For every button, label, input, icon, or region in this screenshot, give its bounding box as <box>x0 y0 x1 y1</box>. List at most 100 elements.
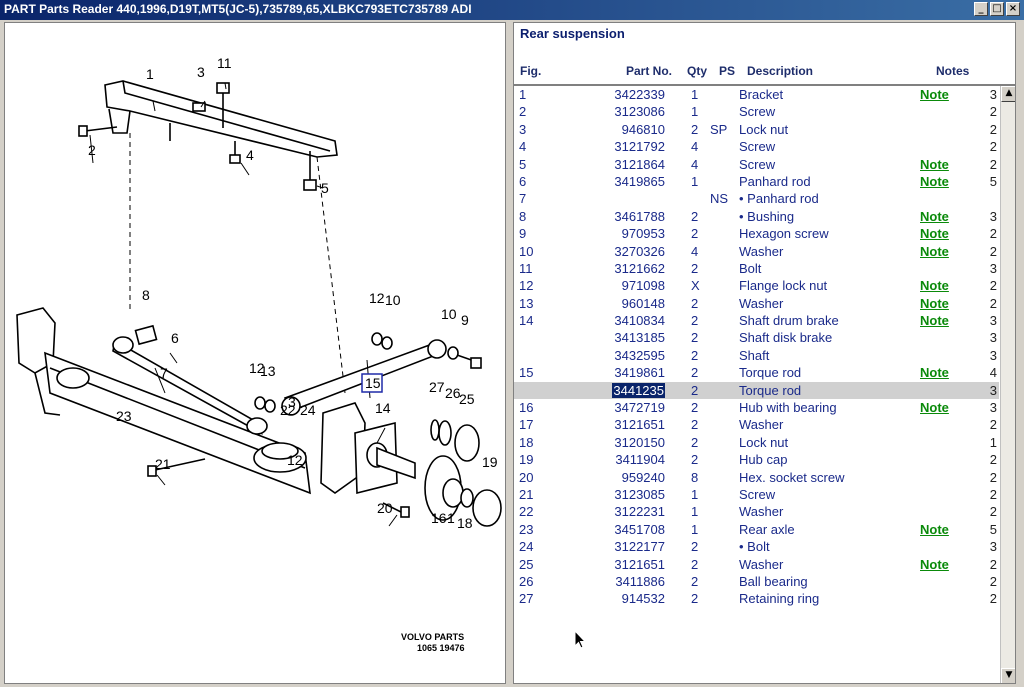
ps-cell: NS <box>710 191 729 207</box>
note-link[interactable]: Note <box>920 278 949 294</box>
callout-27[interactable]: 27 <box>429 379 445 395</box>
minimize-button[interactable]: _ <box>974 2 988 16</box>
note-link[interactable]: Note <box>920 243 949 259</box>
callout-7[interactable]: 7 <box>160 365 168 381</box>
callout-4[interactable]: 4 <box>246 147 254 163</box>
callout-5[interactable]: 5 <box>321 180 329 196</box>
close-button[interactable]: × <box>1006 2 1020 16</box>
callout-20[interactable]: 20 <box>377 500 393 516</box>
note-link[interactable]: Note <box>920 313 949 329</box>
note-link[interactable]: Note <box>920 556 949 572</box>
column-header-notes[interactable]: Notes <box>936 64 970 78</box>
extra-count-cell: 4 <box>989 365 997 381</box>
column-header-description[interactable]: Description <box>747 64 814 78</box>
extra-count-cell: 3 <box>989 400 997 416</box>
extra-count-cell: 2 <box>989 139 997 155</box>
callout-11[interactable]: 11 <box>217 55 232 71</box>
note-link[interactable]: Note <box>920 208 949 224</box>
rear-suspension-diagram: 1 2 3 4 5 6 7 8 10 9 10 11 12 12 13 12 1… <box>16 55 502 653</box>
fig-cell: 19 <box>519 452 534 468</box>
note-link[interactable]: Note <box>920 87 949 102</box>
scroll-up-button[interactable]: ▲ <box>1001 86 1015 102</box>
callout-24[interactable]: 24 <box>300 402 316 418</box>
callout-19[interactable]: 19 <box>482 454 498 470</box>
extra-count-cell: 2 <box>989 591 997 607</box>
fig-cell: 17 <box>519 417 534 433</box>
callout-26[interactable]: 26 <box>445 385 461 401</box>
callout-9[interactable]: 9 <box>461 312 469 328</box>
callout-16[interactable]: 16 <box>431 510 447 526</box>
callout-1b[interactable]: 1 <box>447 510 455 526</box>
qty-cell: 2 <box>691 347 699 363</box>
callout-1[interactable]: 1 <box>146 66 154 82</box>
note-link[interactable]: Note <box>920 156 949 172</box>
scroll-down-button[interactable]: ▼ <box>1001 668 1015 683</box>
callout-3b[interactable]: 3 <box>288 394 296 410</box>
callout-8[interactable]: 8 <box>142 287 150 303</box>
callout-15[interactable]: 15 <box>365 375 381 391</box>
column-header-fig[interactable]: Fig. <box>520 64 542 78</box>
maximize-button[interactable]: □ <box>990 2 1004 16</box>
note-link[interactable]: Note <box>920 226 949 242</box>
selected-callout-box[interactable] <box>361 373 383 393</box>
note-link[interactable]: Note <box>920 400 949 416</box>
callout-12c[interactable]: 12 <box>287 452 303 468</box>
callout-12b[interactable]: 12 <box>249 360 265 376</box>
callout-2[interactable]: 2 <box>88 142 96 158</box>
selected-part-number[interactable]: 3441235 <box>612 382 665 398</box>
callout-23[interactable]: 23 <box>116 408 132 424</box>
note-link[interactable]: Note <box>920 365 949 381</box>
callout-18[interactable]: 18 <box>457 515 473 531</box>
note-link[interactable]: Note <box>920 521 949 537</box>
callout-3[interactable]: 3 <box>197 64 205 80</box>
callout-25[interactable]: 25 <box>459 391 475 407</box>
note-link[interactable]: Note <box>920 295 949 311</box>
part-number-cell: 3461788 <box>614 208 665 224</box>
callout-14[interactable]: 14 <box>375 400 391 416</box>
note-link[interactable]: Note <box>920 173 949 189</box>
callout-10b[interactable]: 10 <box>441 306 457 322</box>
description-cell: Lock nut <box>739 434 789 450</box>
callout-6[interactable]: 6 <box>171 330 179 346</box>
vertical-scrollbar[interactable]: ▲ ▼ <box>1000 86 1015 683</box>
column-header-qty[interactable]: Qty <box>687 64 708 78</box>
callout-21[interactable]: 21 <box>155 456 171 472</box>
column-header-ps[interactable]: PS <box>719 64 736 78</box>
callout-12a[interactable]: 12 <box>369 290 385 306</box>
callout-22[interactable]: 22 <box>280 402 296 418</box>
callout-13a[interactable]: 13 <box>260 363 276 379</box>
callout-10a[interactable]: 10 <box>385 292 401 308</box>
column-header-part-no[interactable]: Part No. <box>626 64 673 78</box>
